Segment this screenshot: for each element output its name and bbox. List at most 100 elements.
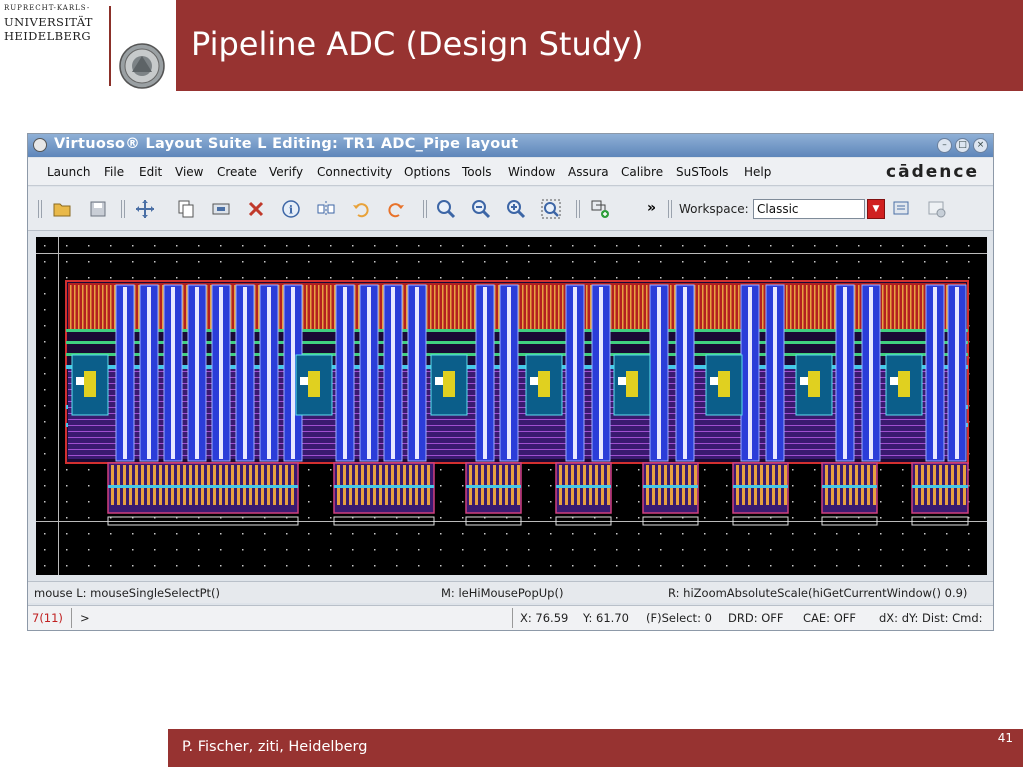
workspace-label: Workspace:: [679, 202, 749, 216]
grid-dot: [792, 485, 794, 487]
sub-rail: [108, 485, 298, 488]
contact-stripe: [442, 285, 444, 329]
grid-dot: [880, 245, 882, 247]
create-instance-icon[interactable]: [590, 199, 610, 219]
menu-file[interactable]: File: [104, 165, 125, 179]
grid-dot: [462, 501, 464, 503]
menu-calibre[interactable]: Calibre: [621, 165, 664, 179]
grid-dot: [396, 261, 398, 263]
toolbar-grip[interactable]: [121, 200, 125, 218]
menu-verify[interactable]: Verify: [269, 165, 304, 179]
zoom-fit-icon[interactable]: [436, 199, 456, 219]
grid-dot: [66, 517, 68, 519]
contact-stripe: [722, 285, 724, 329]
toolbar-grip[interactable]: [576, 200, 580, 218]
grid-dot: [726, 533, 728, 535]
save-icon[interactable]: [88, 199, 108, 219]
label-strip: [555, 516, 612, 526]
minimize-icon[interactable]: –: [937, 138, 952, 153]
menu-options[interactable]: Options: [404, 165, 451, 179]
contact-stripe: [162, 285, 164, 329]
toolbar-grip[interactable]: [423, 200, 427, 218]
sub-rail: [912, 485, 968, 488]
stretch-icon[interactable]: [211, 199, 231, 219]
mirror-icon[interactable]: [316, 199, 336, 219]
grid-dot: [462, 533, 464, 535]
menu-create[interactable]: Create: [217, 165, 257, 179]
contact-stripe: [834, 285, 836, 329]
toolbar-overflow-button[interactable]: »: [647, 200, 657, 216]
properties-icon[interactable]: i: [281, 199, 301, 219]
undo-icon[interactable]: [351, 199, 371, 219]
grid-dot: [462, 485, 464, 487]
maximize-icon[interactable]: □: [955, 138, 970, 153]
layout-drawing[interactable]: [36, 237, 987, 575]
workspace-dropdown-arrow-icon[interactable]: ▼: [867, 199, 885, 219]
toolbar-grip[interactable]: [38, 200, 42, 218]
grid-dot: [374, 245, 376, 247]
virtuoso-window: Virtuoso® Layout Suite L Editing: TR1 AD…: [27, 133, 994, 631]
close-icon[interactable]: ×: [973, 138, 988, 153]
contact-stripe: [110, 285, 112, 329]
grid-dot: [66, 469, 68, 471]
grid-dot: [44, 309, 46, 311]
grid-dot: [968, 533, 970, 535]
grid-dot: [506, 533, 508, 535]
save-workspace-icon[interactable]: [892, 199, 912, 219]
grid-dot: [902, 469, 904, 471]
zoom-in-icon[interactable]: [506, 199, 526, 219]
contact-stripe: [518, 285, 520, 329]
grid-dot: [44, 245, 46, 247]
zoom-area-icon[interactable]: [541, 199, 561, 219]
grid-dot: [638, 485, 640, 487]
menu-connectivity[interactable]: Connectivity: [317, 165, 393, 179]
grid-dot: [880, 549, 882, 551]
menu-sustools[interactable]: SuSTools: [676, 165, 729, 179]
contact-stripe: [382, 285, 384, 329]
window-menu-icon[interactable]: [33, 138, 47, 152]
mouse-middle-binding: M: leHiMousePopUp(): [441, 586, 564, 600]
grid-dot: [550, 245, 552, 247]
grid-dot: [924, 245, 926, 247]
grid-dot: [748, 517, 750, 519]
grid-dot: [792, 501, 794, 503]
redo-icon[interactable]: [386, 199, 406, 219]
contact-stripe: [158, 285, 160, 329]
copy-icon[interactable]: [176, 199, 196, 219]
grid-dot: [880, 261, 882, 263]
grid-dot: [154, 277, 156, 279]
grid-dot: [550, 485, 552, 487]
contact-stripe: [530, 285, 532, 329]
menu-edit[interactable]: Edit: [139, 165, 163, 179]
grid-dot: [682, 565, 684, 567]
grid-dot: [44, 357, 46, 359]
command-status-bar: 7(11) > X: 76.59 Y: 61.70 (F)Select: 0 D…: [28, 605, 993, 630]
delete-icon[interactable]: [246, 199, 266, 219]
layout-canvas[interactable]: [36, 237, 987, 575]
grid-dot: [902, 533, 904, 535]
menu-tools[interactable]: Tools: [462, 165, 492, 179]
grid-dot: [880, 485, 882, 487]
toolbar-grip[interactable]: [668, 200, 672, 218]
menu-view[interactable]: View: [175, 165, 204, 179]
grid-dot: [528, 469, 530, 471]
menu-launch[interactable]: Launch: [47, 165, 91, 179]
menu-window[interactable]: Window: [508, 165, 556, 179]
grid-dot: [638, 501, 640, 503]
grid-dot: [44, 437, 46, 439]
grid-dot: [330, 261, 332, 263]
svg-text:i: i: [289, 204, 293, 217]
grid-dot: [704, 501, 706, 503]
move-icon[interactable]: [135, 199, 155, 219]
window-titlebar[interactable]: Virtuoso® Layout Suite L Editing: TR1 AD…: [28, 134, 993, 157]
command-prompt[interactable]: >: [80, 611, 90, 625]
workspace-settings-icon[interactable]: [927, 199, 947, 219]
zoom-out-icon[interactable]: [471, 199, 491, 219]
menu-help[interactable]: Help: [744, 165, 772, 179]
grid-dot: [176, 549, 178, 551]
contact-stripe: [642, 285, 644, 329]
open-folder-icon[interactable]: [52, 199, 72, 219]
menu-assura[interactable]: Assura: [568, 165, 609, 179]
grid-dot: [154, 261, 156, 263]
workspace-select[interactable]: Classic: [753, 199, 865, 219]
